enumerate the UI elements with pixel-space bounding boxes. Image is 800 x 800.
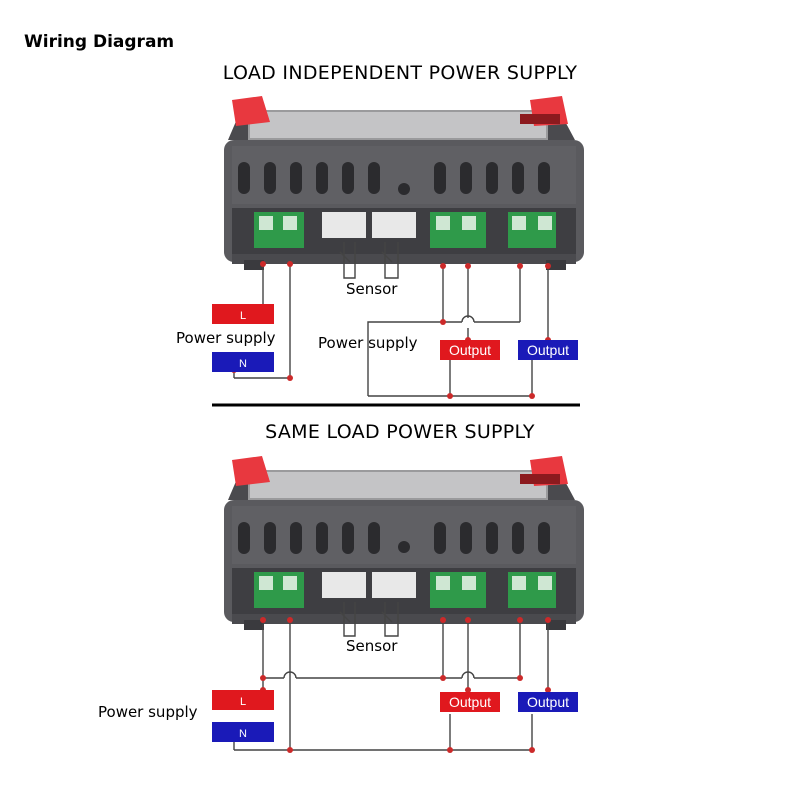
section-2-heading: SAME LOAD POWER SUPPLY	[265, 421, 535, 443]
section-1-heading: LOAD INDEPENDENT POWER SUPPLY	[222, 62, 578, 84]
output-red-tag-1: Output	[440, 340, 500, 360]
controller-device-bottom	[224, 456, 584, 630]
wires-section-1	[233, 242, 549, 397]
sensor-port-2	[372, 212, 416, 238]
diagram-title: Wiring Diagram	[24, 32, 175, 52]
sensor-port-1	[322, 212, 366, 238]
wires-section-2	[233, 602, 549, 751]
N-tag-2: N	[212, 722, 274, 742]
output-blue-tag-2: Output	[518, 692, 578, 712]
output-red-tag-2: Output	[440, 692, 500, 712]
power-supply-label-left-1: Power supply	[176, 329, 276, 347]
L-tag-1: L	[212, 304, 274, 324]
sensor-label-1: Sensor	[346, 280, 398, 298]
N-tag-1: N	[212, 352, 274, 372]
L-tag-2: L	[212, 690, 274, 710]
controller-device-top	[224, 96, 584, 270]
output-blue-tag-1: Output	[518, 340, 578, 360]
power-supply-label-mid-1: Power supply	[318, 334, 418, 352]
sensor-label-2: Sensor	[346, 637, 398, 655]
power-supply-label-2: Power supply	[98, 703, 198, 721]
end-cap-left	[232, 96, 270, 126]
